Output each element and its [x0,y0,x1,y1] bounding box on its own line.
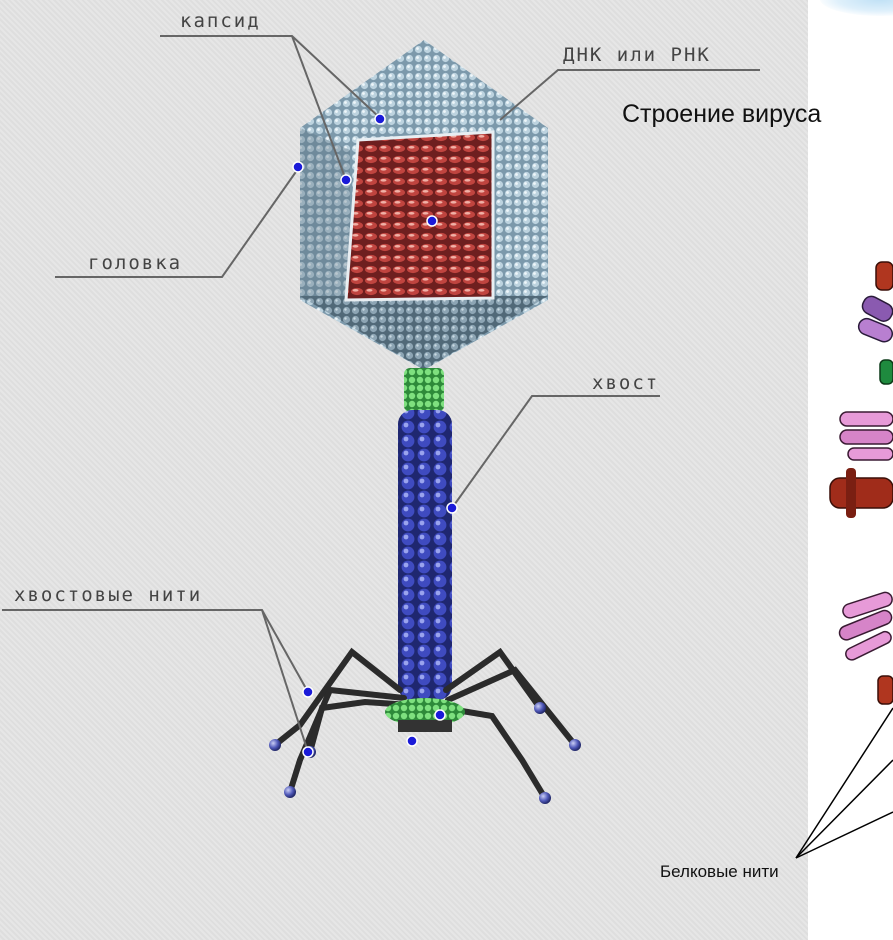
label-dna-rna: ДНК или РНК [563,44,711,66]
protein-fiber-pointers [796,708,893,858]
baseplate-base [398,720,452,732]
capsid-left-face [300,128,350,300]
spike-pink [848,448,893,460]
label-protein-fibers: Белковые нити [660,862,779,882]
spike-brown [878,676,893,704]
pointer-dot [407,736,417,746]
leader-tail-fibers [2,610,308,692]
spike-brown [830,478,893,508]
fiber-tip [269,739,281,751]
pointer-dot [303,747,313,757]
spike-pink [840,412,893,426]
leader-tail [452,396,660,508]
pointer-dot [303,687,313,697]
virus-structure-title: Строение вируса [622,100,821,129]
fiber-tip [534,702,546,714]
tail-sheath [398,410,452,700]
fiber-tip [284,786,296,798]
pointer-dot [341,175,351,185]
fiber-tip [539,792,551,804]
pointer-dot [435,710,445,720]
tail-fiber [448,670,575,745]
label-tail: хвост [592,372,659,394]
label-head: головка [88,252,182,274]
spike-brown [846,468,856,518]
collar [404,368,444,412]
pointer-dot [447,503,457,513]
spike-pink [840,430,893,444]
pointer-dot [427,216,437,226]
label-tail-fibers: хвостовые нити [14,584,202,606]
pointer-dot [375,114,385,124]
label-capsid: капсид [180,10,261,32]
capsid-lower-face [300,296,548,370]
spike-green [880,360,893,384]
fiber-tip [569,739,581,751]
spike-brown [876,262,893,290]
tail-fiber [444,708,545,798]
pointer-dot [293,162,303,172]
nucleic-acid-core [346,132,493,300]
